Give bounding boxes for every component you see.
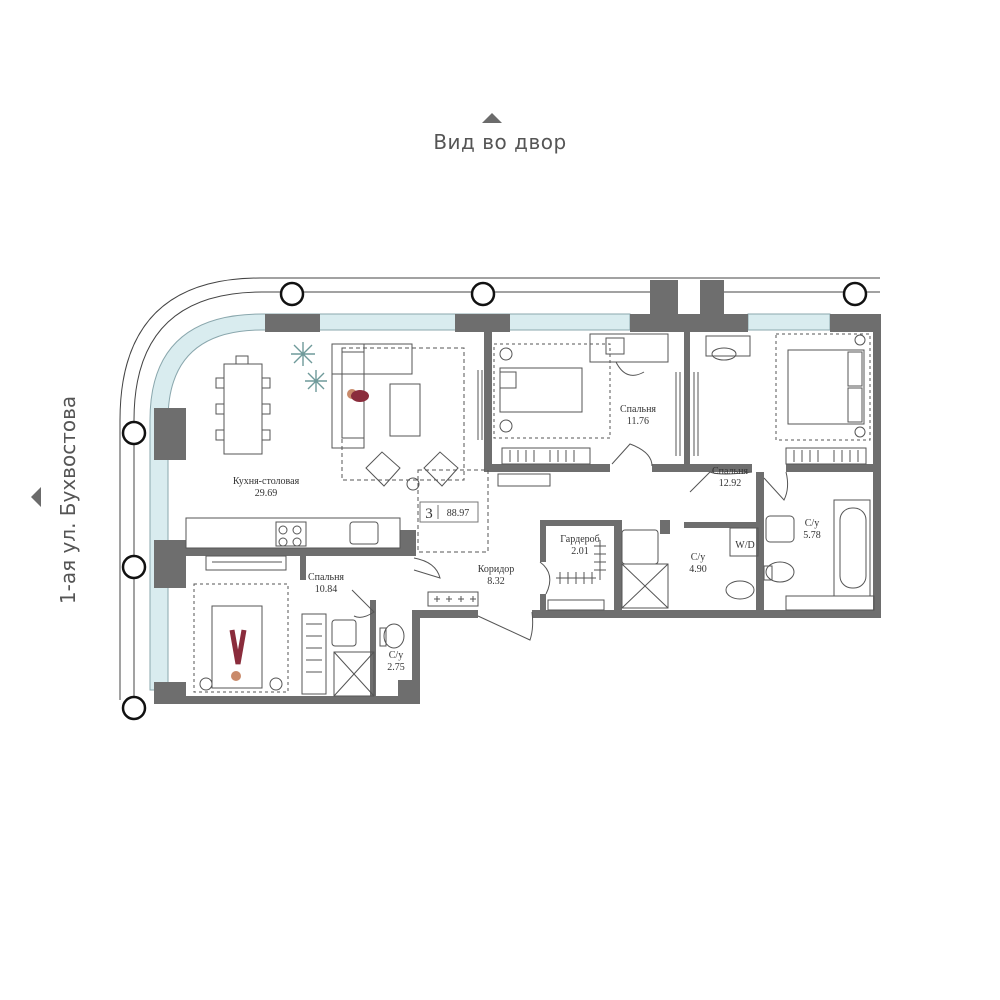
sofa: [331, 343, 465, 481]
radiator-icon: [785, 447, 867, 465]
bath3-fixtures: [331, 619, 405, 697]
street-direction-arrow-icon: [31, 487, 41, 507]
room-name-bath3: С/у: [389, 650, 403, 661]
room-area-bedroom3: 10.84: [315, 584, 338, 595]
view-label: Вид во двор: [433, 130, 566, 154]
plant-icon: [291, 342, 327, 392]
room-area-bedroom2: 12.92: [719, 478, 742, 489]
room-name-kitchen: Кухня-столовая: [233, 476, 300, 487]
apartment-badge: 3 88.97: [419, 501, 479, 523]
room-area-wardrobe: 2.01: [571, 546, 589, 557]
person-icon: [229, 629, 247, 681]
bed-bedroom2: [693, 333, 871, 465]
apartment-room-count: 3: [425, 506, 433, 522]
corridor-fixtures: [413, 469, 534, 641]
door-swing: [763, 471, 789, 501]
door-swing: [689, 471, 753, 493]
room-area-bedroom1: 11.76: [627, 416, 649, 427]
room-area-bath3: 2.75: [387, 662, 405, 673]
kitchen-counter: [185, 517, 401, 549]
room-name-wardrobe: Гардероб: [560, 534, 599, 545]
room-area-bath1: 4.90: [689, 564, 707, 575]
room-name-bath1: С/у: [691, 552, 705, 563]
column-markers: [121, 281, 868, 721]
door-swing: [611, 443, 653, 467]
wardrobe-rack: [539, 540, 606, 611]
column-circle: [121, 554, 147, 580]
apartment-total-area: 88.97: [447, 508, 470, 519]
street-label: 1-ая ул. Бухвостова: [56, 396, 80, 604]
room-name-bedroom2: Спальня: [712, 466, 748, 477]
column-circle: [121, 695, 147, 721]
column-circle: [121, 420, 147, 446]
armchairs: [365, 451, 459, 491]
bath1-fixtures: [621, 527, 759, 609]
column-circle: [842, 281, 868, 307]
column-circle: [470, 281, 496, 307]
dining-table: [215, 355, 271, 455]
room-area-bath2: 5.78: [803, 530, 821, 541]
radiator-icon: [501, 447, 591, 465]
bathtub: [763, 499, 875, 611]
bed-bedroom1: [477, 333, 681, 487]
room-area-kitchen: 29.69: [255, 488, 278, 499]
view-direction-arrow-icon: [482, 113, 502, 123]
room-name-bath2: С/у: [805, 518, 819, 529]
room-labels: Кухня-столовая 29.69 Спальня 11.76 Спаль…: [233, 404, 821, 673]
room-name-corridor: Коридор: [478, 564, 515, 575]
bed-bedroom3: [193, 555, 375, 695]
room-name-bedroom1: Спальня: [620, 404, 656, 415]
person-icon: [347, 389, 369, 402]
walls: [154, 280, 881, 704]
room-name-bedroom3: Спальня: [308, 572, 344, 583]
column-circle: [279, 281, 305, 307]
washer-dryer-label: W/D: [735, 540, 754, 551]
room-area-corridor: 8.32: [487, 576, 505, 587]
